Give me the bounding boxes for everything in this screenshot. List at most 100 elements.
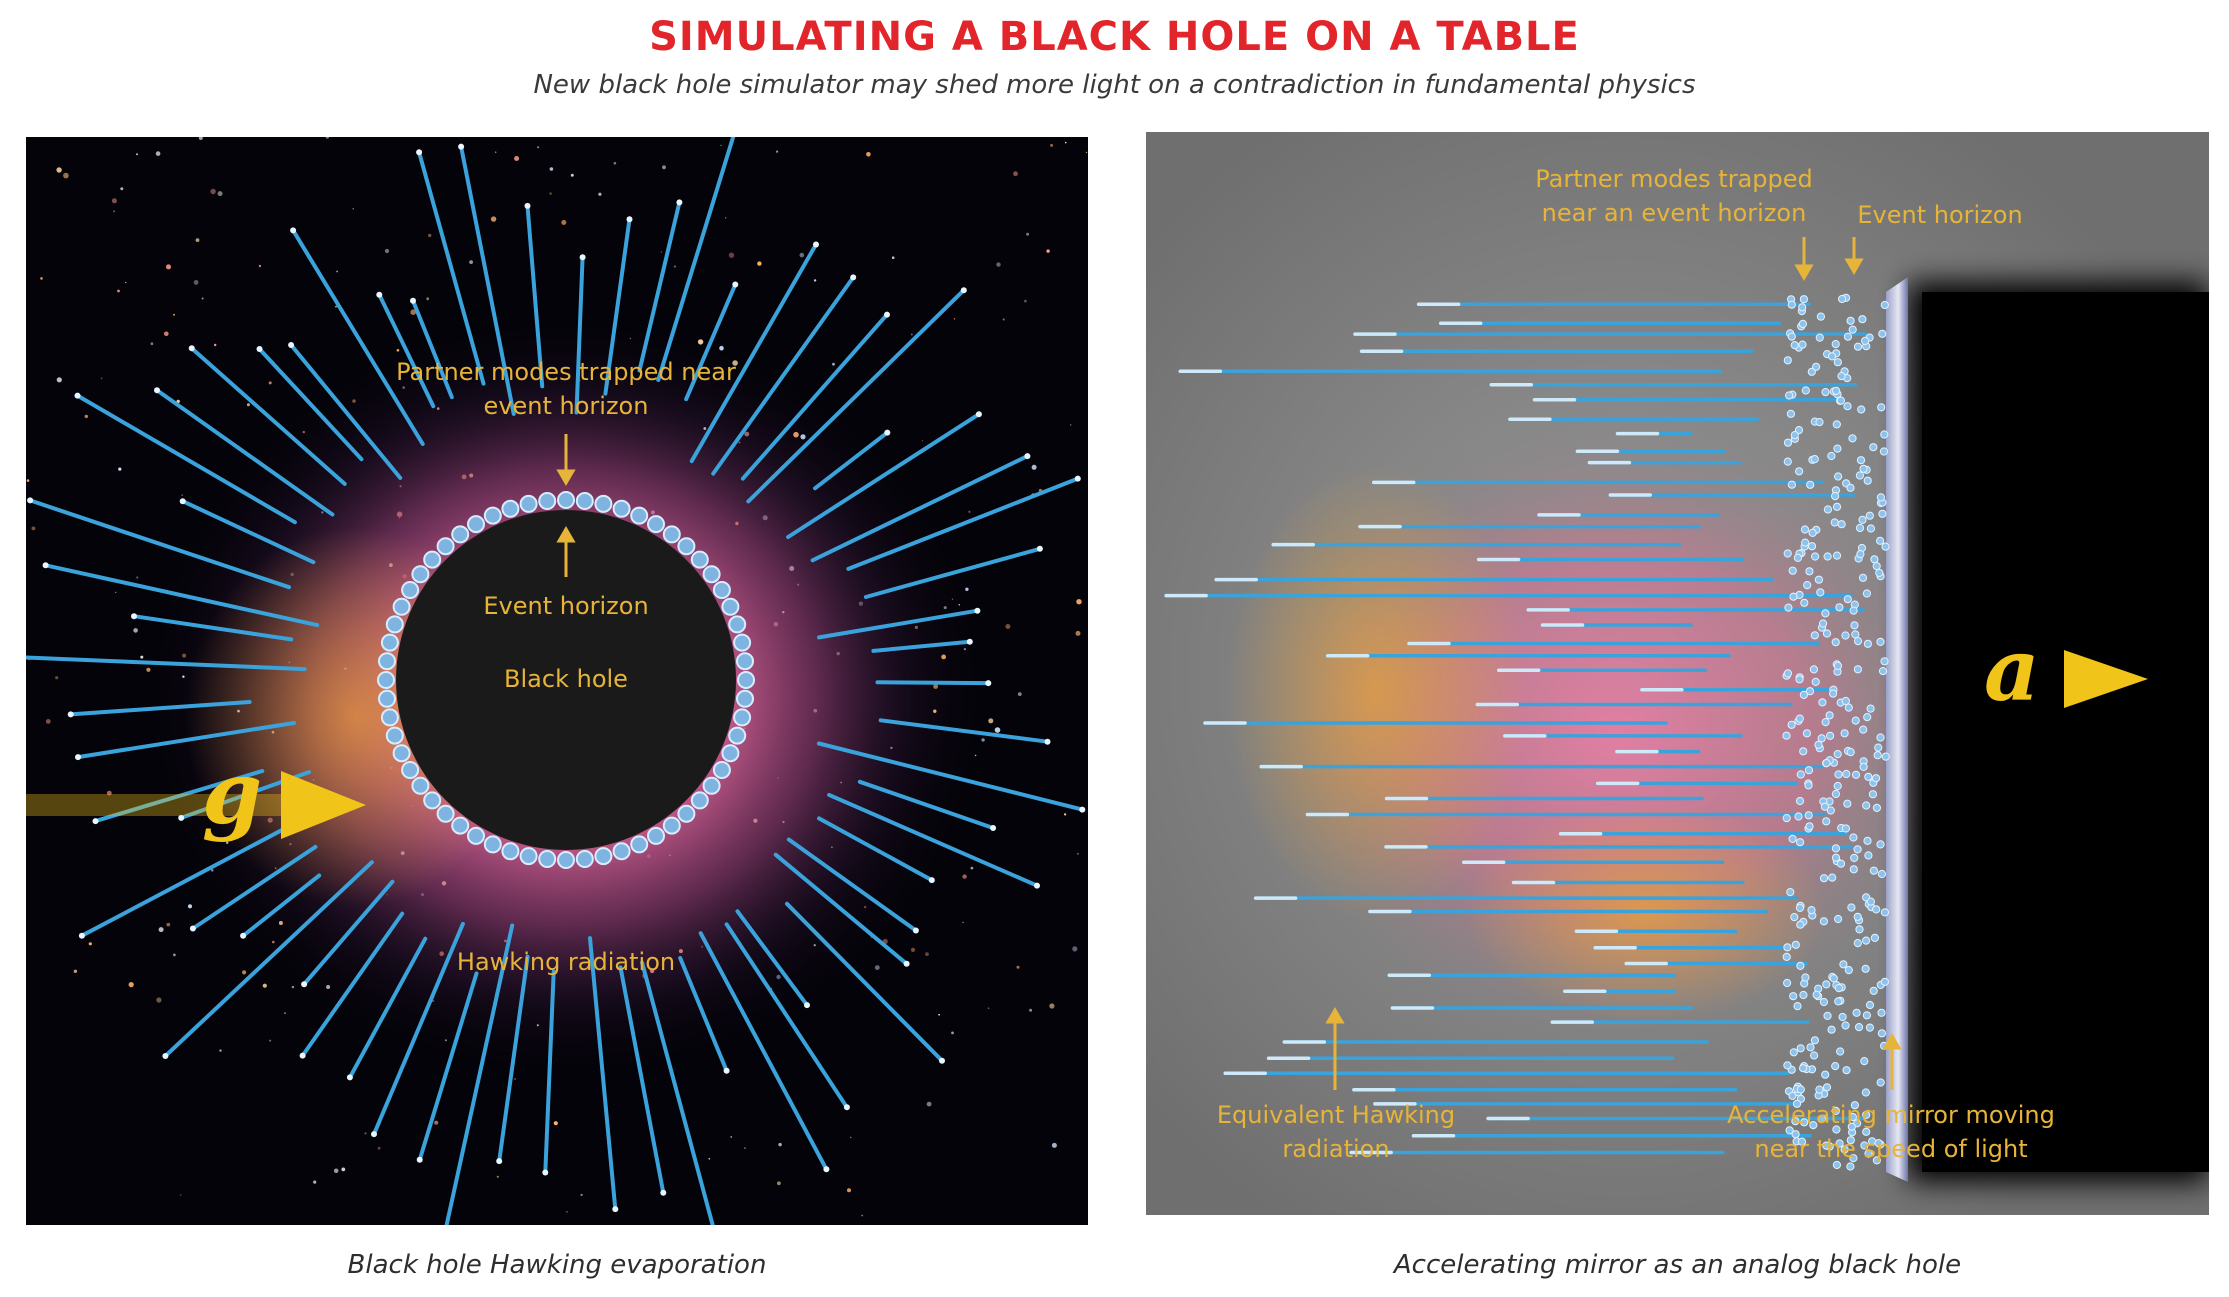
partner-mode-bead xyxy=(1796,1085,1805,1094)
partner-mode-bead xyxy=(538,850,557,868)
star xyxy=(910,947,916,953)
partner-mode-bead xyxy=(1804,781,1813,790)
star xyxy=(613,161,617,165)
partner-mode-bead xyxy=(519,847,538,866)
partner-mode-bead xyxy=(1841,696,1850,706)
partner-mode-bead xyxy=(712,581,731,599)
radiation-ray xyxy=(241,873,322,938)
partner-mode-bead xyxy=(1783,457,1792,466)
partner-mode-bead xyxy=(1814,740,1823,749)
partner-mode-bead xyxy=(1823,552,1832,561)
star xyxy=(598,192,602,196)
radiation-ray xyxy=(525,203,545,389)
star xyxy=(88,942,92,946)
star xyxy=(100,377,103,380)
ray-tip xyxy=(626,216,633,223)
partner-mode-bead xyxy=(1789,992,1798,1001)
partner-mode-bead xyxy=(1785,391,1794,400)
star xyxy=(291,985,295,989)
partner-mode-bead xyxy=(401,581,420,599)
partner-mode-bead xyxy=(1846,1136,1855,1145)
star xyxy=(55,676,59,680)
ray-tip xyxy=(188,345,195,352)
star xyxy=(926,1101,932,1107)
partner-mode-bead xyxy=(392,597,411,616)
partner-mode-bead xyxy=(1787,480,1797,489)
partner-mode-bead xyxy=(1863,639,1873,648)
radiation-ray xyxy=(813,430,890,491)
partner-mode-bead xyxy=(1783,1061,1792,1070)
ray-tip xyxy=(410,297,416,304)
partner-mode-bead xyxy=(1881,542,1890,551)
star xyxy=(968,510,971,513)
ray-tip xyxy=(42,562,49,569)
star xyxy=(150,342,154,345)
ray-tip xyxy=(131,613,137,620)
ray-tip xyxy=(850,274,857,281)
star xyxy=(1051,1142,1057,1148)
star xyxy=(341,1167,346,1172)
partner-mode-bead xyxy=(1862,1011,1872,1020)
partner-mode-bead xyxy=(1790,913,1799,922)
partner-mode-bead xyxy=(1796,770,1805,779)
partner-mode-bead xyxy=(1830,518,1839,527)
partner-mode-bead xyxy=(411,565,430,584)
label-event-horizon-left: Event horizon xyxy=(483,592,649,620)
radiation-ray xyxy=(497,954,530,1164)
partner-mode-bead xyxy=(1843,332,1853,341)
radiation-ray xyxy=(588,936,618,1212)
partner-mode-bead xyxy=(1869,443,1878,452)
partner-mode-bead xyxy=(690,791,709,810)
partner-mode-bead xyxy=(1855,523,1865,533)
star xyxy=(994,727,1001,733)
star xyxy=(120,187,124,191)
partner-mode-bead xyxy=(1799,990,1808,1000)
partner-mode-bead xyxy=(1837,372,1846,381)
star xyxy=(214,343,217,347)
star xyxy=(155,151,161,156)
partner-mode-bead xyxy=(1864,851,1873,860)
star xyxy=(925,952,929,956)
partner-mode-bead xyxy=(501,499,520,518)
partner-mode-bead xyxy=(1821,609,1830,618)
star xyxy=(73,969,78,973)
partner-mode-bead xyxy=(1878,667,1888,676)
star xyxy=(1075,630,1081,636)
partner-mode-bead xyxy=(1821,388,1830,397)
star xyxy=(776,150,779,153)
star xyxy=(799,252,805,258)
partner-mode-bead xyxy=(1834,984,1844,993)
partner-mode-bead xyxy=(1859,464,1868,473)
partner-mode-bead xyxy=(1840,1145,1849,1154)
star xyxy=(495,151,497,153)
partner-mode-bead xyxy=(1804,766,1814,775)
partner-mode-bead xyxy=(1821,718,1830,727)
star xyxy=(514,156,520,161)
partner-mode-bead xyxy=(733,708,752,727)
partner-mode-bead xyxy=(1832,551,1842,560)
partner-mode-bead xyxy=(1854,1023,1864,1032)
partner-mode-bead xyxy=(1851,630,1860,639)
partner-mode-bead xyxy=(1825,711,1834,720)
star xyxy=(1064,813,1067,816)
partner-mode-bead xyxy=(662,525,681,544)
partner-mode-bead xyxy=(1858,515,1867,524)
partner-mode-bead xyxy=(451,525,470,544)
ray-tip xyxy=(966,638,973,645)
radiation-ray xyxy=(816,741,1085,812)
partner-mode-bead xyxy=(1815,333,1824,342)
star xyxy=(866,152,871,157)
partner-mode-bead xyxy=(1829,974,1838,983)
partner-mode-bead xyxy=(1810,631,1819,640)
partner-mode-bead xyxy=(1855,471,1865,480)
a-arrow-icon xyxy=(2064,650,2148,708)
partner-mode-bead xyxy=(1850,621,1859,630)
partner-mode-bead xyxy=(1815,1085,1824,1094)
partner-mode-bead xyxy=(612,499,631,518)
partner-mode-bead xyxy=(1880,977,1890,986)
partner-mode-bead xyxy=(1870,933,1880,943)
star xyxy=(951,1031,954,1035)
ray-tip xyxy=(974,607,981,614)
orange-glow-left xyxy=(1226,462,1526,922)
ray-tip xyxy=(256,346,263,352)
